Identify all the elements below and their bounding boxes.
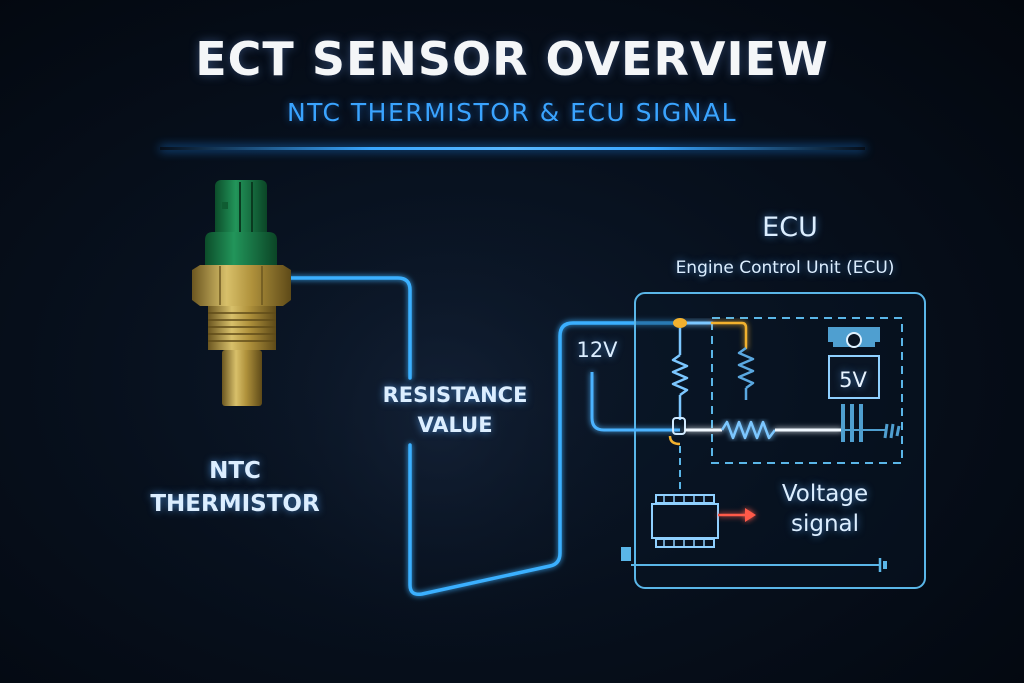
voltage-signal-label: Voltage signal — [755, 479, 895, 539]
voltage-signal-line1: Voltage — [781, 481, 869, 507]
ground-icon — [621, 547, 887, 572]
arrow-right-icon — [718, 508, 756, 522]
junction-node — [673, 318, 687, 328]
engine-background — [230, 190, 650, 650]
sensor-label-line1: NTC — [209, 458, 261, 484]
resistor-icon — [720, 420, 776, 440]
voltage-regulator-icon — [828, 327, 901, 442]
sensor-label: NTC THERMISTOR — [150, 455, 320, 521]
page-title: ECT SENSOR OVERVIEW — [195, 32, 829, 86]
chip-icon — [651, 494, 719, 548]
resistor-icon — [671, 328, 689, 420]
page-subtitle: NTC THERMISTOR & ECU SIGNAL — [286, 98, 737, 127]
resistor-icon — [737, 346, 755, 400]
signal-wire — [286, 276, 680, 597]
wire-label: RESISTANCE VALUE — [370, 380, 540, 440]
ecu-subtitle: Engine Control Unit (ECU) — [675, 258, 895, 278]
sensor-label-line2: THERMISTOR — [150, 491, 320, 517]
connector-node — [672, 417, 686, 435]
title-divider — [160, 147, 865, 150]
ecu-title: ECU — [762, 212, 818, 243]
wire-label-line1: RESISTANCE — [382, 383, 528, 407]
ecu-frame — [634, 292, 926, 589]
sensor-icon — [192, 180, 291, 406]
supply-voltage-label: 12V — [576, 338, 618, 362]
regulator-voltage-label: 5V — [839, 368, 867, 392]
wire-label-line2: VALUE — [417, 413, 493, 437]
voltage-signal-line2: signal — [790, 511, 860, 537]
supply-line — [590, 372, 680, 432]
